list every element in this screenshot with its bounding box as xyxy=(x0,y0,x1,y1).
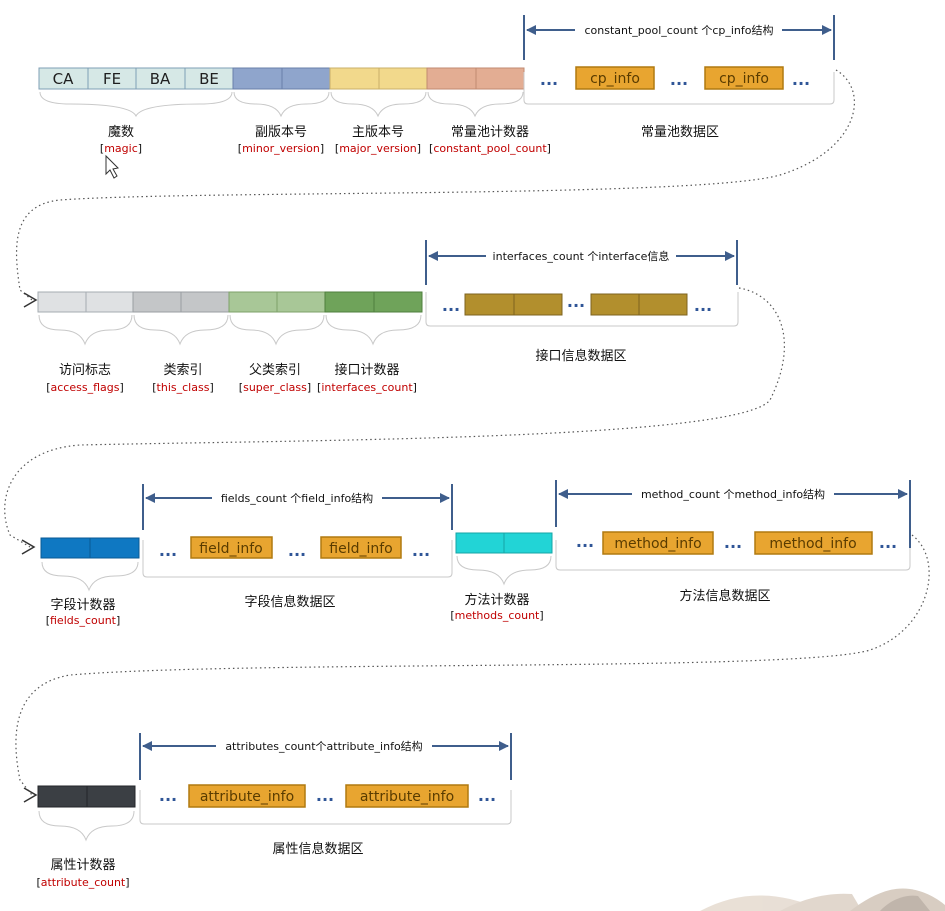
method-info-box-2 xyxy=(754,531,873,555)
magic-label: 魔数 xyxy=(108,125,134,140)
chevron-right-icon xyxy=(23,292,38,308)
method-info-label-2: method_info xyxy=(769,536,856,552)
minor-version-cells xyxy=(232,67,331,90)
mouse-cursor-icon xyxy=(105,154,120,179)
field-info-box-2 xyxy=(320,536,402,559)
attribute-count-sub: [attribute_count] xyxy=(36,876,129,889)
interfaces-count-sub: [interfaces_count] xyxy=(317,381,417,394)
super-class-sub: [super_class] xyxy=(239,381,311,394)
magic-byte-2: FE xyxy=(103,70,121,88)
major-version-cells xyxy=(329,67,428,90)
cp-info-box-2 xyxy=(704,66,784,90)
attribute-info-box-2 xyxy=(345,784,469,808)
cp-dots-2: ... xyxy=(670,70,688,89)
interface-data-label: 接口信息数据区 xyxy=(535,348,626,364)
field-arrow-label: fields_count 个field_info结构 xyxy=(221,491,373,505)
field-dots-2: ... xyxy=(288,541,306,560)
minor-version-label: 副版本号 xyxy=(255,125,307,140)
super-class-label: 父类索引 xyxy=(249,363,301,378)
interface-dots-2: ... xyxy=(567,292,585,311)
connector-2 xyxy=(4,287,785,548)
interface-box-3 xyxy=(590,293,640,316)
cp-info-label-2: cp_info xyxy=(719,71,769,87)
access-flags-sub: [access_flags] xyxy=(46,381,124,394)
method-info-label-1: method_info xyxy=(614,536,701,552)
field-data-label: 字段信息数据区 xyxy=(244,594,335,610)
interface-box-1 xyxy=(464,293,515,316)
attribute-data-label: 属性信息数据区 xyxy=(272,841,363,857)
attribute-dots-3: ... xyxy=(478,786,496,805)
decorative-brush-strokes xyxy=(700,888,945,911)
magic-byte-1: CA xyxy=(53,70,74,88)
row1: CA FE BA BE ... cp_info ... cp_info ... xyxy=(38,15,835,179)
method-dots-3: ... xyxy=(879,533,897,552)
cp-info-box-1 xyxy=(575,66,655,90)
interface-box-4 xyxy=(638,293,688,316)
cp-info-label-1: cp_info xyxy=(590,71,640,87)
chevron-right-icon xyxy=(23,787,38,803)
attribute-dots-1: ... xyxy=(159,786,177,805)
connector-1 xyxy=(15,69,856,301)
magic-byte-4: BE xyxy=(199,70,219,88)
cp-count-sub: [constant_pool_count] xyxy=(429,142,551,155)
interfaces-count-label: 接口计数器 xyxy=(334,362,399,378)
attribute-info-box-1 xyxy=(188,784,306,808)
field-info-box-1 xyxy=(190,536,273,559)
row4: ... attribute_info ... attribute_info ..… xyxy=(36,733,512,889)
fields-count-sub: [fields_count] xyxy=(46,614,121,627)
access-flags-label: 访问标志 xyxy=(59,363,111,378)
cp-count-label: 常量池计数器 xyxy=(451,125,529,140)
row2: ... ... ... interfaces_count 个interface信… xyxy=(37,240,739,394)
chevron-right-icon xyxy=(21,539,36,555)
magic-byte-3: BA xyxy=(150,70,171,88)
method-arrow-label: method_count 个method_info结构 xyxy=(641,487,825,501)
this-class-sub: [this_class] xyxy=(152,381,213,394)
attribute-info-label-1: attribute_info xyxy=(200,789,294,805)
magic-sub: [magic] xyxy=(100,142,142,155)
cp-count-cells xyxy=(426,67,525,90)
attribute-dots-2: ... xyxy=(316,786,334,805)
cp-data-label: 常量池数据区 xyxy=(641,125,719,140)
method-data-label: 方法信息数据区 xyxy=(679,588,770,604)
attribute-count-label: 属性计数器 xyxy=(50,858,115,873)
minor-version-sub: [minor_version] xyxy=(238,142,324,155)
method-dots-1: ... xyxy=(576,532,594,551)
cp-dots-3: ... xyxy=(792,70,810,89)
attribute-info-label-2: attribute_info xyxy=(360,789,454,805)
field-dots-3: ... xyxy=(412,541,430,560)
this-class-label: 类索引 xyxy=(163,363,202,378)
major-version-sub: [major_version] xyxy=(335,142,421,155)
interface-dots-3: ... xyxy=(694,296,712,315)
method-dots-2: ... xyxy=(724,533,742,552)
attribute-arrow-label: attributes_count个attribute_info结构 xyxy=(225,739,422,753)
interface-box-2 xyxy=(513,293,563,316)
field-dots-1: ... xyxy=(159,541,177,560)
connector-3 xyxy=(15,534,930,796)
row3: ... field_info ... field_info ... fields… xyxy=(40,480,911,627)
field-info-label-1: field_info xyxy=(199,541,262,557)
cp-arrow-label: constant_pool_count 个cp_info结构 xyxy=(584,23,773,37)
interface-dots-1: ... xyxy=(442,296,460,315)
magic-cells: CA FE BA BE xyxy=(38,67,234,90)
major-version-label: 主版本号 xyxy=(352,125,404,140)
field-info-label-2: field_info xyxy=(329,541,392,557)
methods-count-sub: [methods_count] xyxy=(450,609,543,622)
cp-dots-1: ... xyxy=(540,70,558,89)
method-info-box-1 xyxy=(602,531,714,555)
methods-count-label: 方法计数器 xyxy=(464,592,529,608)
interface-arrow-label: interfaces_count 个interface信息 xyxy=(493,249,670,263)
fields-count-label: 字段计数器 xyxy=(50,598,115,613)
